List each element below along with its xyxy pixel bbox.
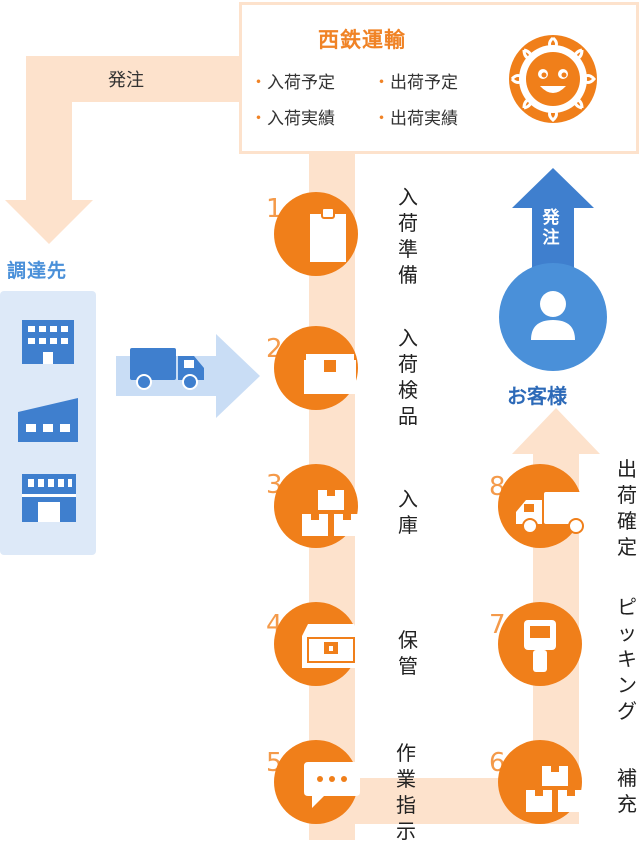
warehouse-icon [22,474,76,522]
clipboard-icon [310,208,346,262]
office-building-icon [22,320,74,364]
shipping-arrow-up-icon [512,408,600,454]
step-8-label: 出荷確定 [617,457,637,559]
delivery-truck-icon [130,348,204,390]
storage-box-icon [302,624,360,668]
stacked-boxes-icon [526,766,584,812]
handheld-scanner-icon [524,620,556,672]
step-1-label: 入荷準備 [398,185,418,287]
chat-bubble-icon [304,762,360,808]
supplier-title: 調達先 [7,260,68,282]
step-2-label: 入荷検品 [398,326,418,428]
feature-outbound-result: 出荷実績 [373,104,458,129]
order-arrow-down-icon [5,200,93,244]
stacked-boxes-icon [302,490,360,536]
truck-icon [516,492,590,534]
customer-order-arrow-icon [512,168,594,290]
factory-icon [18,398,78,442]
customer-label: お客様 [507,384,567,408]
company-name: 西鉄運輸 [318,28,406,52]
step-6-label: 補充 [617,766,637,816]
step-4-label: 保管 [398,628,418,678]
feature-inbound-plan: 入荷予定 [250,68,335,93]
feature-inbound-result: 入荷実績 [250,104,335,129]
order-flow-band-down [26,56,72,206]
order-to-supplier-label: 発注 [108,70,144,91]
step-7-label: ピッキング [617,595,637,723]
customer-avatar-icon [499,263,607,371]
sun-mascot-logo [509,35,597,123]
box-icon [304,354,356,394]
feature-outbound-plan: 出荷予定 [373,68,458,93]
customer-order-label: 発注 [542,208,560,248]
step-5-label: 作業指示 [396,741,416,843]
step-3-label: 入庫 [398,487,418,537]
